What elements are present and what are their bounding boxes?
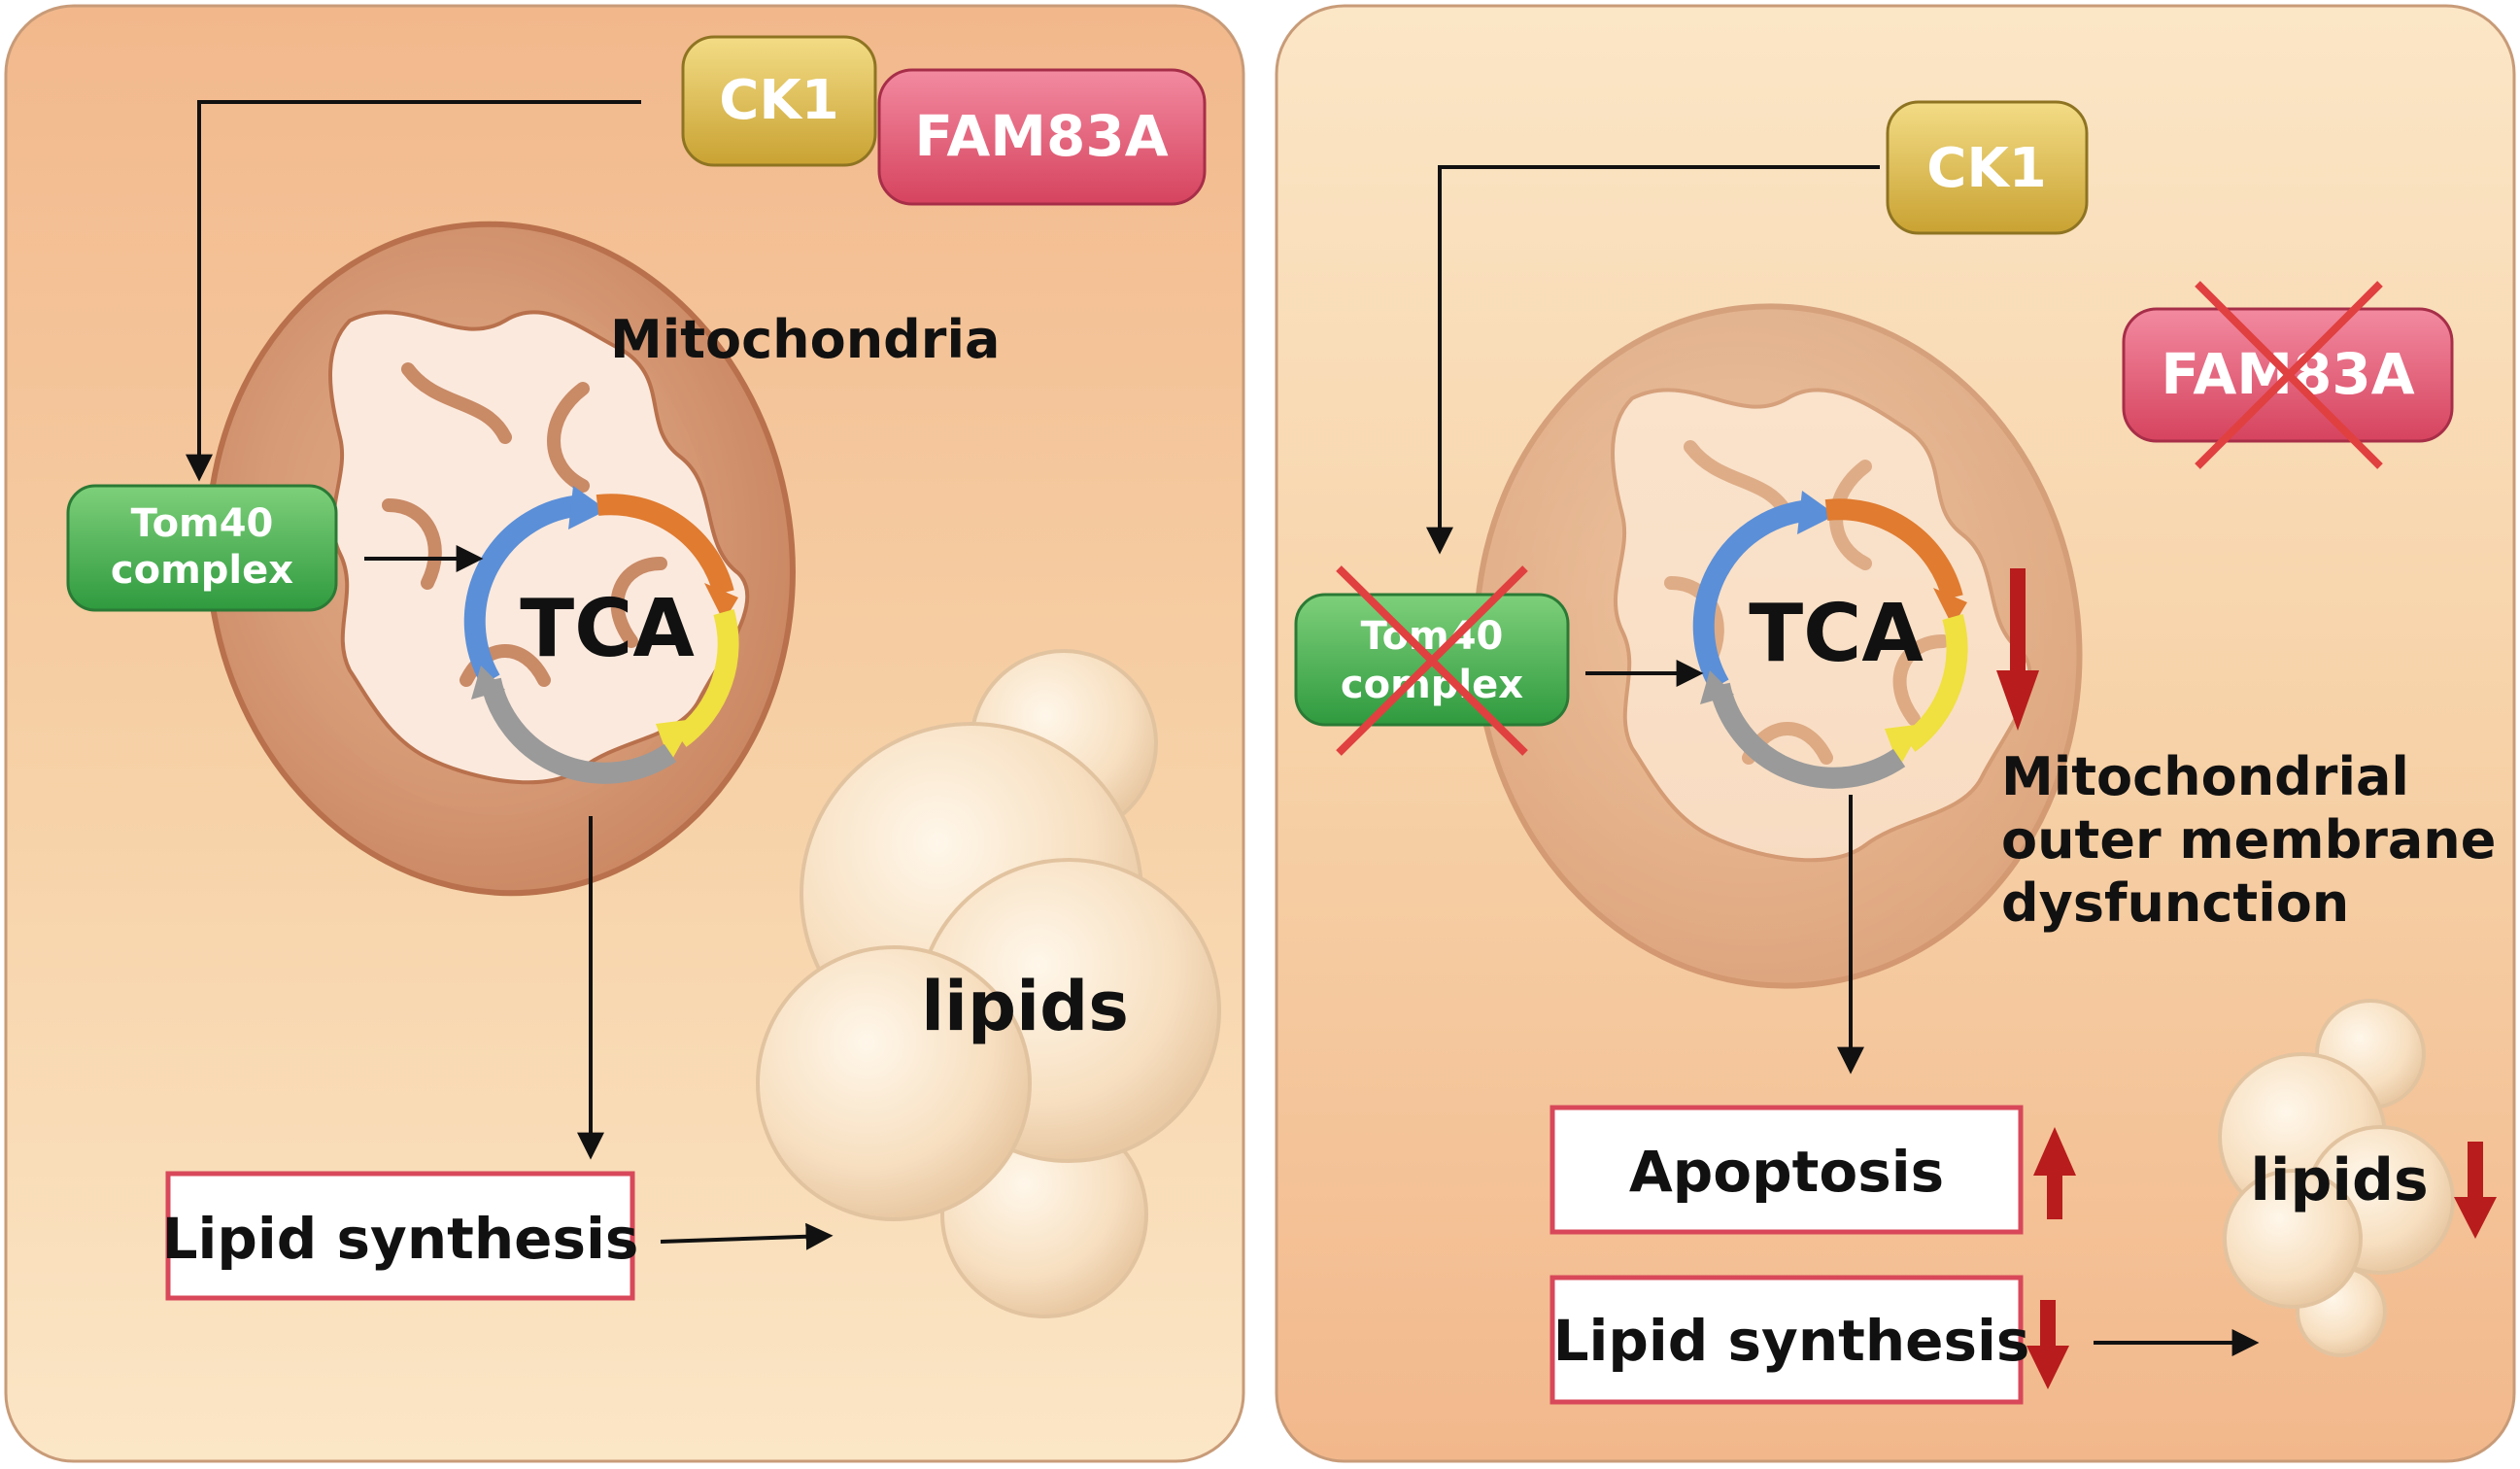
tom40-complex-left: Tom40 complex [66, 484, 338, 612]
ck1-to-tom40-arrow-left [186, 100, 641, 482]
lipid-droplets-left [756, 649, 1221, 1318]
tom40-complex-right: Tom40 complex [1294, 565, 1570, 756]
apoptosis-up-arrow [2033, 1127, 2076, 1219]
fam83a-label-left: FAM83A [914, 103, 1168, 169]
lipids-label-right: lipids [2250, 1146, 2428, 1214]
tca-cycle-right [1692, 491, 1968, 789]
tom40-line2-left: complex [111, 548, 293, 593]
tom40-line1-right: Tom40 [1361, 614, 1504, 659]
lipid-synthesis-box-right: Lipid synthesis [1549, 1275, 2030, 1405]
tom40-line1-left: Tom40 [131, 501, 274, 546]
mitochondria-label: Mitochondria [610, 309, 1000, 370]
ck1-label-right: CK1 [1926, 137, 2046, 200]
tca-cycle-left [463, 486, 739, 784]
mito-dysfunction-line2: outer membrane [2001, 809, 2496, 871]
apoptosis-box: Apoptosis [1549, 1105, 2024, 1235]
ck1-right: CK1 [1886, 100, 2089, 235]
lipid-synthesis-box-left: Lipid synthesis [162, 1171, 639, 1301]
ck1-to-tom40-arrow-right [1426, 165, 1880, 555]
ck1-left: CK1 [681, 35, 877, 167]
fam83a-right: FAM83A [2122, 281, 2454, 469]
tom40-cross-b [1336, 565, 1528, 756]
lipids-label-left: lipids [921, 967, 1129, 1046]
lipid-droplets-right [2218, 999, 2455, 1357]
lipid-synthesis-label-right: Lipid synthesis [1553, 1308, 2030, 1374]
fam83a-left: FAM83A [877, 68, 1207, 206]
synthesis-to-lipids-arrow-left [660, 1222, 834, 1250]
fam83a-cross-b [2195, 281, 2383, 469]
tca-label-left: TCA [520, 583, 695, 675]
mito-dysfunction-line1: Mitochondrial [2001, 746, 2409, 807]
lipid-synthesis-down-arrow [2026, 1300, 2069, 1389]
lipid-synthesis-label-left: Lipid synthesis [162, 1206, 639, 1272]
lipids-down-arrow [2454, 1142, 2497, 1239]
apoptosis-label: Apoptosis [1629, 1139, 1944, 1205]
mito-dysfunction-line3: dysfunction [2001, 872, 2349, 934]
tca-label-right: TCA [1749, 588, 1924, 680]
mito-down-arrow [1996, 568, 2039, 731]
ck1-label-left: CK1 [719, 69, 838, 132]
tom40-line2-right: complex [1341, 663, 1523, 707]
